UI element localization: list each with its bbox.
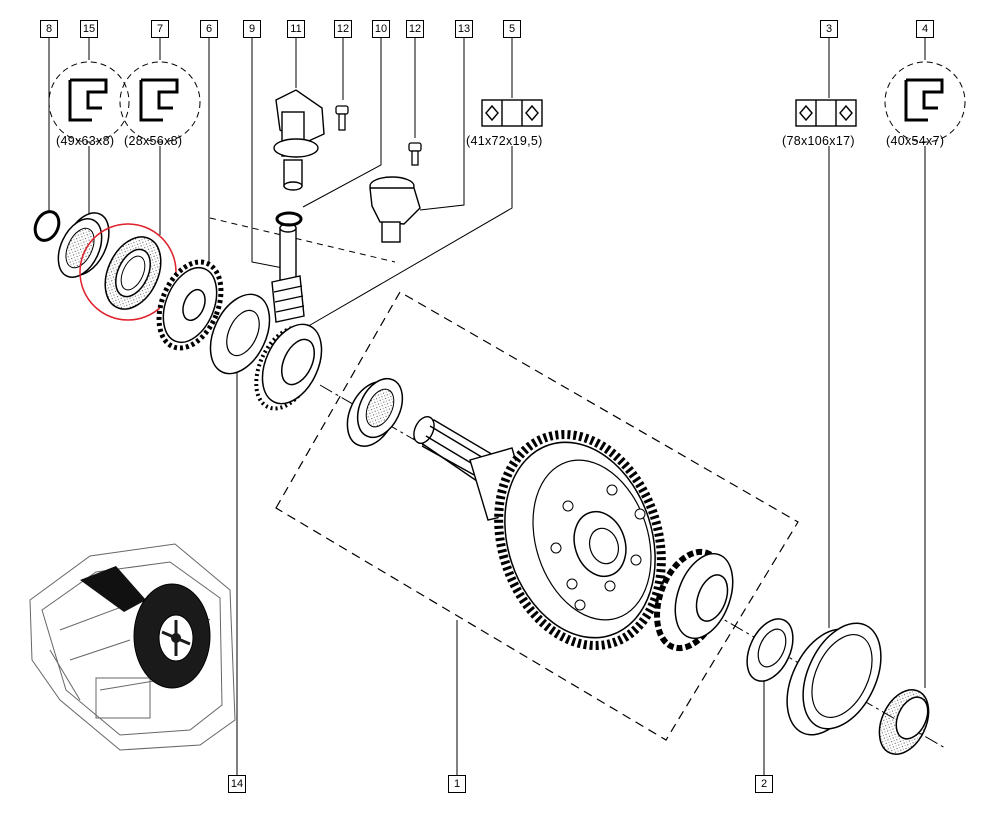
callout-13: 13 [455,20,473,38]
part-4-seal [878,689,930,755]
callout-12a: 12 [334,20,352,38]
differential-assembly-outline [275,291,799,741]
callout-2: 2 [755,775,773,793]
gearbox-highlighted-diff [80,566,211,689]
part-5-bearing [254,323,323,411]
part-15-seal [57,212,110,278]
taper-bearing-icon-5 [481,99,543,127]
part-12-bolt-a [335,105,349,131]
part-13-sleeve [369,176,421,243]
callout-7: 7 [151,20,169,38]
callout-12b: 12 [406,20,424,38]
part-11-speed-sensor [273,89,325,191]
callout-8: 8 [40,20,58,38]
leader-lines [48,38,926,775]
highlight-circle [79,223,177,321]
callout-11: 11 [287,20,305,38]
part-9-speedo-gear [271,223,305,323]
part-6-gear [156,259,224,351]
ring-gear [494,429,666,651]
differential-bearing-right [654,548,734,652]
callout-5: 5 [503,20,521,38]
callout-6: 6 [200,20,218,38]
callout-3: 3 [820,20,838,38]
callout-1: 1 [448,775,466,793]
lip-seal-icon-7 [119,61,201,143]
part-14-shim [209,293,271,375]
dimension-bearing-5: (41x72x19,5) [466,134,543,148]
part-10-o-ring [275,211,303,227]
callout-4: 4 [916,20,934,38]
callout-9: 9 [243,20,261,38]
part-2-shim [746,618,794,682]
lip-seal-icon-4 [884,61,966,143]
part-12-bolt-b [408,142,422,166]
bearing-cup-left [346,377,404,447]
dimension-seal-15: (49x63x8) [56,134,115,148]
dimension-seal-7: (28x56x8) [124,134,183,148]
dimension-bearing-3: (78x106x17) [782,134,855,148]
lip-seal-icon-15 [48,61,130,143]
part-7-seal [104,236,162,310]
taper-bearing-icon-3 [795,99,857,127]
callout-10: 10 [372,20,390,38]
part-3-bearing-cup [786,622,882,736]
dimension-seal-4: (40x54x7) [886,134,945,148]
callout-14: 14 [228,775,246,793]
part-8-o-ring [33,210,61,242]
callout-15: 15 [80,20,98,38]
